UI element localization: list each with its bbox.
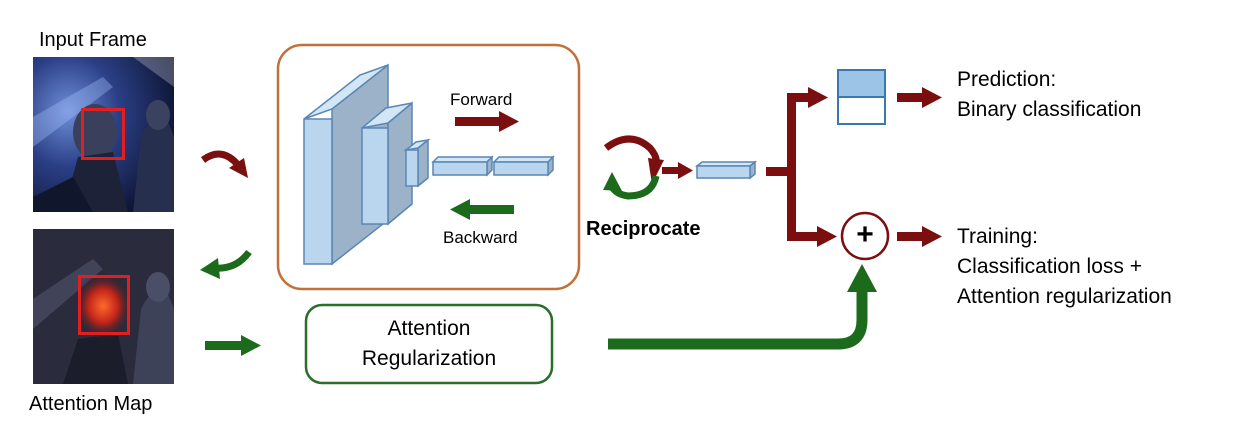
training-title: Training: bbox=[957, 225, 1038, 248]
regularization-to-sum-arrow-icon bbox=[608, 264, 877, 350]
conv-layer-3 bbox=[403, 138, 431, 188]
forward-label: Forward bbox=[450, 90, 513, 109]
attention-regularization-box bbox=[304, 303, 554, 385]
training-regularization-line: Attention regularization bbox=[957, 285, 1172, 308]
attention-arrow-icon bbox=[205, 335, 261, 356]
reciprocate-label: Reciprocate bbox=[586, 218, 701, 240]
forward-arrow-icon bbox=[455, 111, 519, 132]
fc-layer-1 bbox=[431, 155, 494, 177]
branch-connector bbox=[766, 87, 837, 247]
curved-forward-arrow-icon bbox=[200, 150, 248, 178]
input-frame-label: Input Frame bbox=[39, 29, 147, 51]
training-loss-line: Classification loss + bbox=[957, 255, 1142, 278]
attention-map-image bbox=[33, 229, 174, 384]
to-feature-arrow-icon bbox=[662, 162, 693, 179]
detection-box bbox=[81, 108, 125, 160]
reciprocate-red-arrow-icon bbox=[603, 135, 664, 184]
input-frame-image bbox=[33, 57, 174, 212]
conv-layer-2 bbox=[361, 101, 413, 226]
attention-regularization-line1: Attention bbox=[387, 317, 471, 340]
network-box bbox=[276, 43, 581, 291]
attention-regularization-line2: Regularization bbox=[361, 347, 497, 370]
prediction-title: Prediction: bbox=[957, 68, 1057, 91]
prediction-arrow-icon bbox=[897, 87, 942, 108]
feature-vector bbox=[694, 160, 758, 180]
prediction-output-box bbox=[837, 69, 886, 125]
sum-circle-icon bbox=[840, 211, 890, 261]
backward-label: Backward bbox=[443, 228, 518, 247]
sum-symbol: + bbox=[856, 218, 874, 251]
attention-box bbox=[78, 275, 130, 335]
curved-backward-arrow-icon bbox=[200, 249, 252, 279]
prediction-description: Binary classification bbox=[957, 98, 1142, 121]
backward-arrow-icon bbox=[450, 199, 514, 220]
attention-map-label: Attention Map bbox=[29, 393, 153, 415]
fc-layer-2 bbox=[492, 155, 555, 177]
attention-map-photo bbox=[33, 229, 174, 384]
input-frame-photo bbox=[33, 57, 174, 212]
reciprocate-green-arrow-icon bbox=[603, 172, 660, 200]
training-arrow-icon bbox=[897, 226, 942, 247]
